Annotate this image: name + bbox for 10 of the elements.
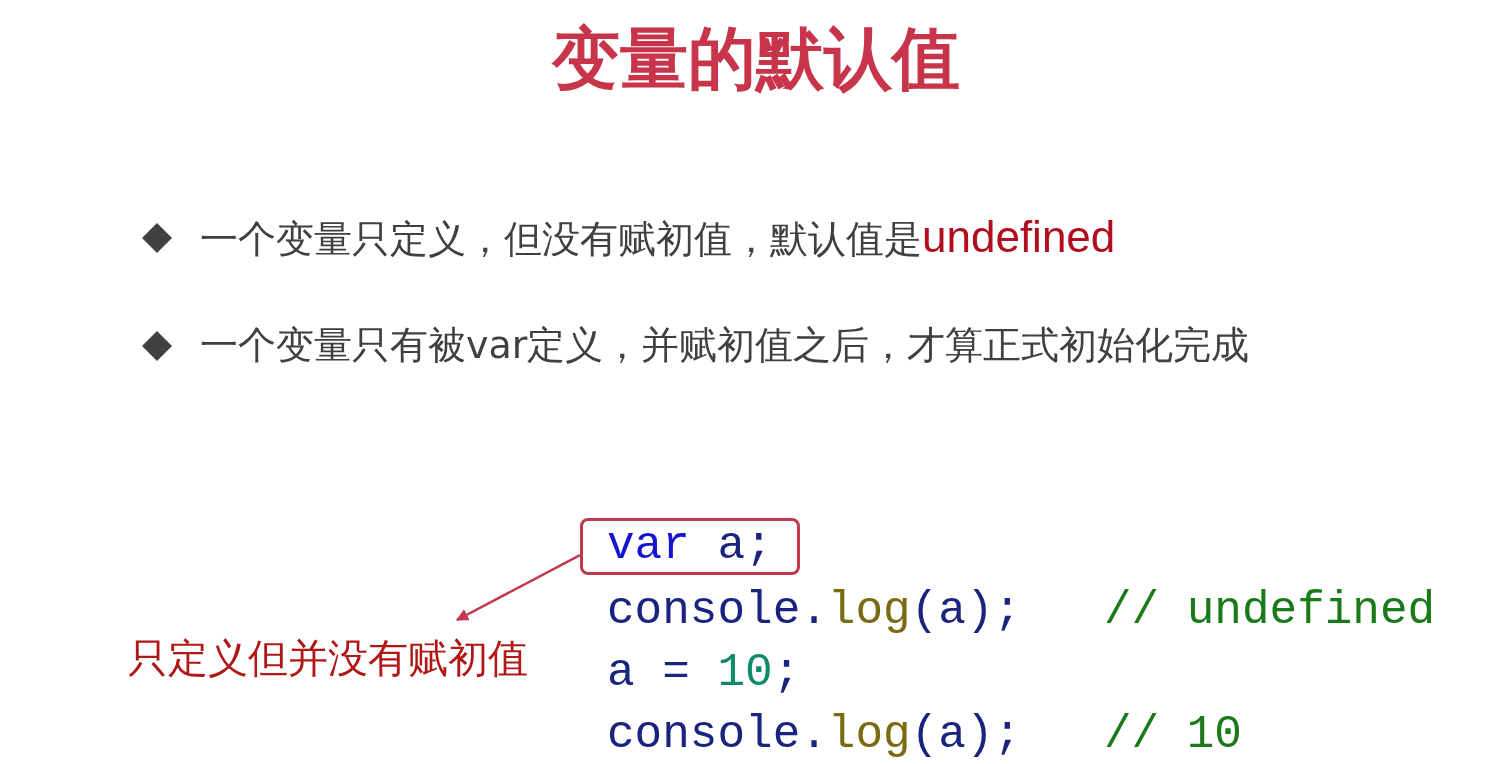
highlight-box: var a;: [580, 518, 800, 575]
code-line: a = 10;: [607, 646, 801, 701]
code-line: console.log(a); // undefined: [607, 584, 1436, 639]
slide-title: 变量的默认值: [550, 18, 961, 100]
bullet-text: 一个变量只定义，但没有赋初值，默认值是: [200, 217, 922, 261]
code-line: console.log(a); // 10: [607, 708, 1242, 763]
arrow: [455, 553, 581, 622]
keyword-text: undefined: [922, 212, 1116, 261]
annotation-text: 只定义但并没有赋初值: [128, 628, 598, 688]
bullet-text: 一个变量只有被var定义，并赋初值之后，才算正式初始化完成: [200, 322, 1251, 369]
